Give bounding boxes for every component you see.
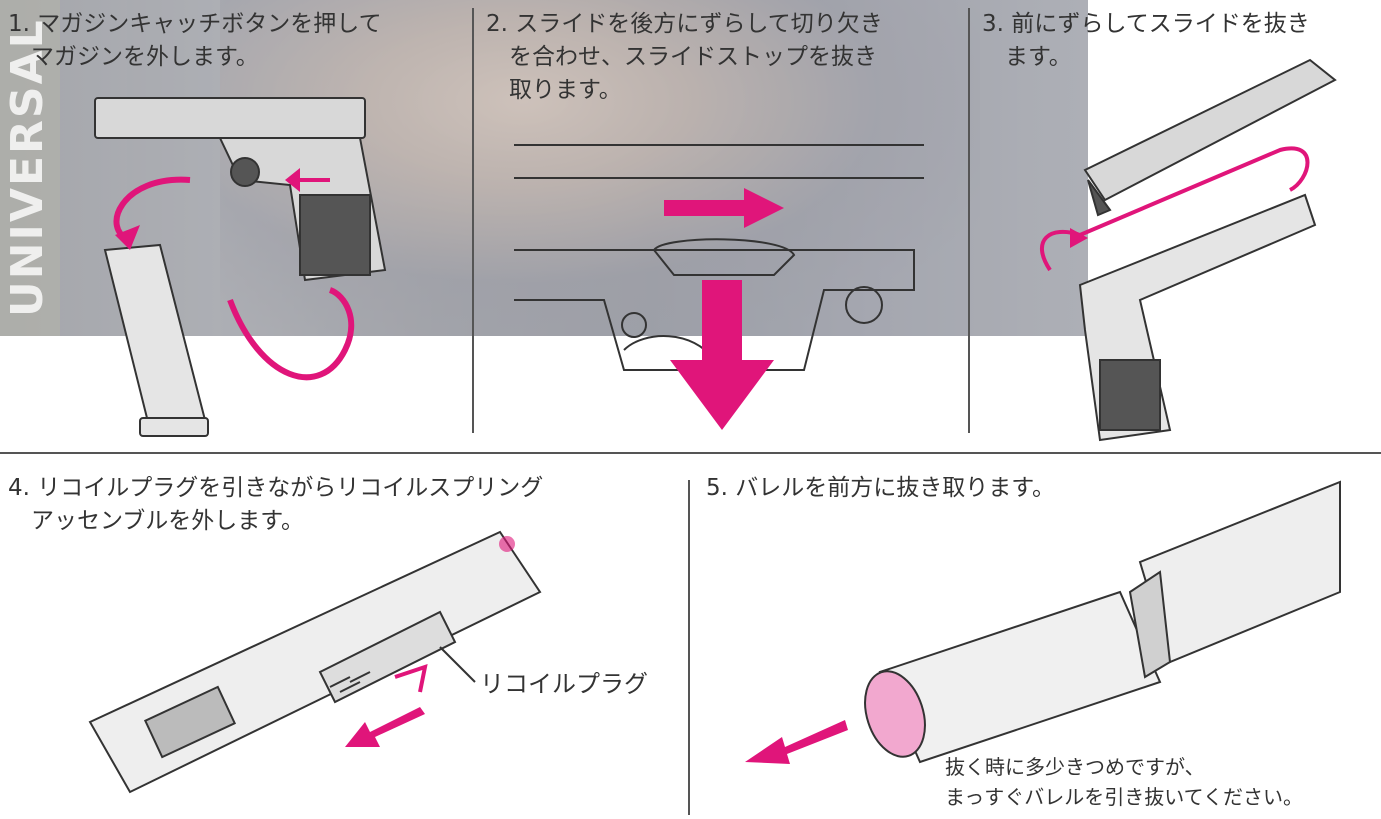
slide-off-arrow-icon — [1039, 146, 1310, 272]
rotate-arrow-icon — [394, 664, 428, 693]
background-photo — [0, 0, 1088, 336]
divider-vertical-2 — [968, 8, 970, 433]
step3-title: 3. 前にずらしてスライドを抜き ます。 — [982, 11, 1310, 70]
press-arrow-icon — [285, 168, 330, 192]
plug-tip-icon — [499, 536, 515, 552]
slide-icon — [1083, 58, 1337, 217]
step5-illustration — [745, 480, 1341, 764]
step5-title: 5. バレルを前方に抜き取ります。 — [706, 475, 1055, 501]
divider-horizontal — [0, 452, 1381, 454]
slide-closeup-icon — [514, 144, 924, 371]
frame-icon — [1078, 193, 1317, 442]
recoil-plug-label: リコイルプラグ — [480, 670, 648, 698]
magazine-icon — [103, 243, 209, 437]
divider-vertical-1 — [472, 8, 474, 433]
step4-illustration — [88, 530, 542, 794]
watermark-strip: UNIVERSAL — [0, 0, 60, 336]
pull-down-arrow-icon — [670, 280, 774, 430]
frame-rail-icon — [1128, 480, 1341, 679]
slide-assembly-icon — [88, 530, 542, 794]
step2-illustration — [514, 144, 924, 430]
slide-back-arrow-icon — [664, 188, 784, 228]
step1-title: 1. マガジンキャッチボタンを押して マガジンを外します。 — [8, 11, 382, 70]
step2-title: 2. スライドを後方にずらして切り欠き を合わせ、スライドストップを抜き 取りま… — [486, 11, 883, 103]
step3-illustration — [1039, 58, 1337, 442]
barrel-note: 抜く時に多少きつめですが、 まっすぐバレルを引き抜いてください。 — [945, 755, 1303, 809]
divider-vertical-3 — [688, 480, 690, 815]
recoil-spring-icon — [318, 610, 457, 704]
pull-back-arrow-icon — [345, 707, 425, 747]
pull-forward-arrow-icon — [745, 720, 848, 764]
barrel-icon — [864, 590, 1162, 764]
step1-illustration — [94, 97, 387, 437]
pistol-icon — [94, 97, 387, 282]
step4-title: 4. リコイルプラグを引きながらリコイルスプリング アッセンブルを外します。 — [8, 475, 544, 534]
